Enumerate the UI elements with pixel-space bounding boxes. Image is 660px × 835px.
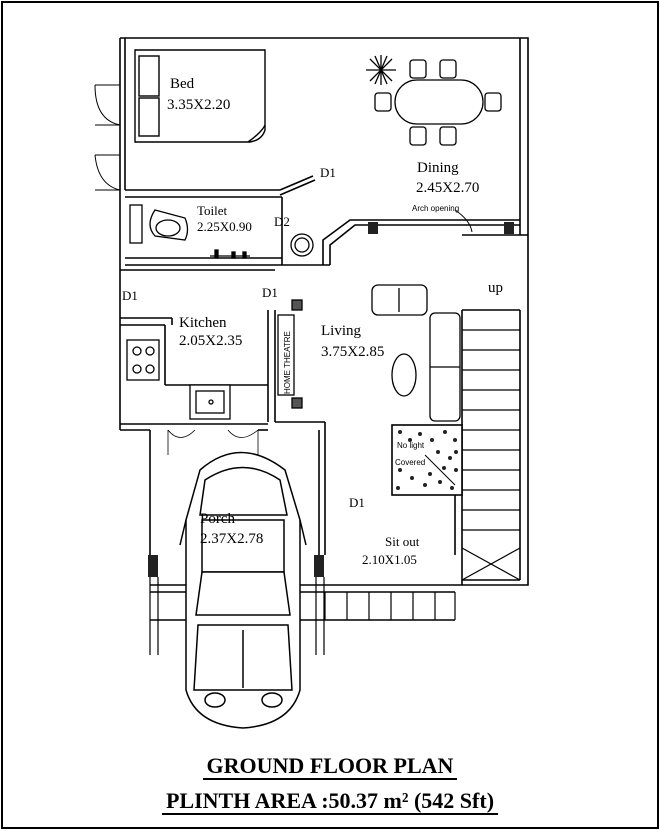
coffee-table-icon — [391, 353, 417, 397]
plant-icon — [366, 55, 396, 85]
arch-opening-label: Arch opening — [412, 204, 459, 213]
sitout-room-dims: 2.10X1.05 — [362, 552, 417, 567]
plinth-area: PLINTH AREA :50.37 m² (542 Sft) — [0, 788, 660, 815]
porch-room-name: Porch — [200, 511, 235, 527]
stair-up-label: up — [488, 280, 503, 296]
stair-treads — [461, 329, 521, 581]
door-d1-dining: D1 — [320, 165, 336, 180]
plan-title-text: GROUND FLOOR PLAN — [202, 753, 458, 780]
plinth-area-text: PLINTH AREA :50.37 m² (542 Sft) — [161, 788, 499, 815]
home-theatre-label: HOME THEATRE — [283, 331, 292, 394]
porch-room-dims: 2.37X2.78 — [200, 531, 263, 547]
covered-courtyard — [391, 424, 463, 496]
bed-room-name: Bed — [170, 76, 195, 92]
stove-icon — [126, 339, 160, 381]
courtyard-top-label: No light — [397, 441, 425, 450]
courtyard-label: Covered — [395, 458, 425, 467]
door-d2-toilet: D2 — [274, 214, 290, 229]
porch-columns — [149, 577, 325, 655]
sitout-room-name: Sit out — [385, 534, 420, 549]
sitout-steps — [324, 592, 456, 620]
bed-icon — [134, 49, 266, 143]
home-theatre-unit — [277, 299, 303, 409]
car-icon — [179, 451, 307, 729]
walls — [119, 37, 529, 621]
door-d1-sitout: D1 — [349, 495, 365, 510]
dining-room-name: Dining — [417, 160, 459, 176]
dining-table-icon — [374, 59, 502, 146]
bed-window — [94, 84, 121, 191]
plan-title: GROUND FLOOR PLAN — [0, 753, 660, 780]
door-d1-left: D1 — [122, 288, 138, 303]
living-room-name: Living — [321, 323, 361, 339]
kitchen-room-name: Kitchen — [179, 315, 227, 331]
door-d1-kitchen: D1 — [262, 285, 278, 300]
dining-room-dims: 2.45X2.70 — [416, 180, 479, 196]
sink-icon — [189, 384, 231, 420]
toilet-room-dims: 2.25X0.90 — [197, 219, 252, 234]
arch-opening-line — [454, 209, 473, 233]
kitchen-room-dims: 2.05X2.35 — [179, 333, 242, 349]
toilet-room-name: Toilet — [197, 203, 228, 218]
pillars — [148, 222, 514, 577]
porch-door-swing — [167, 429, 259, 455]
toilet-fixtures — [129, 204, 314, 259]
living-room-dims: 3.75X2.85 — [321, 344, 384, 360]
sofa-icon — [371, 284, 461, 422]
bed-room-dims: 3.35X2.20 — [167, 97, 230, 113]
